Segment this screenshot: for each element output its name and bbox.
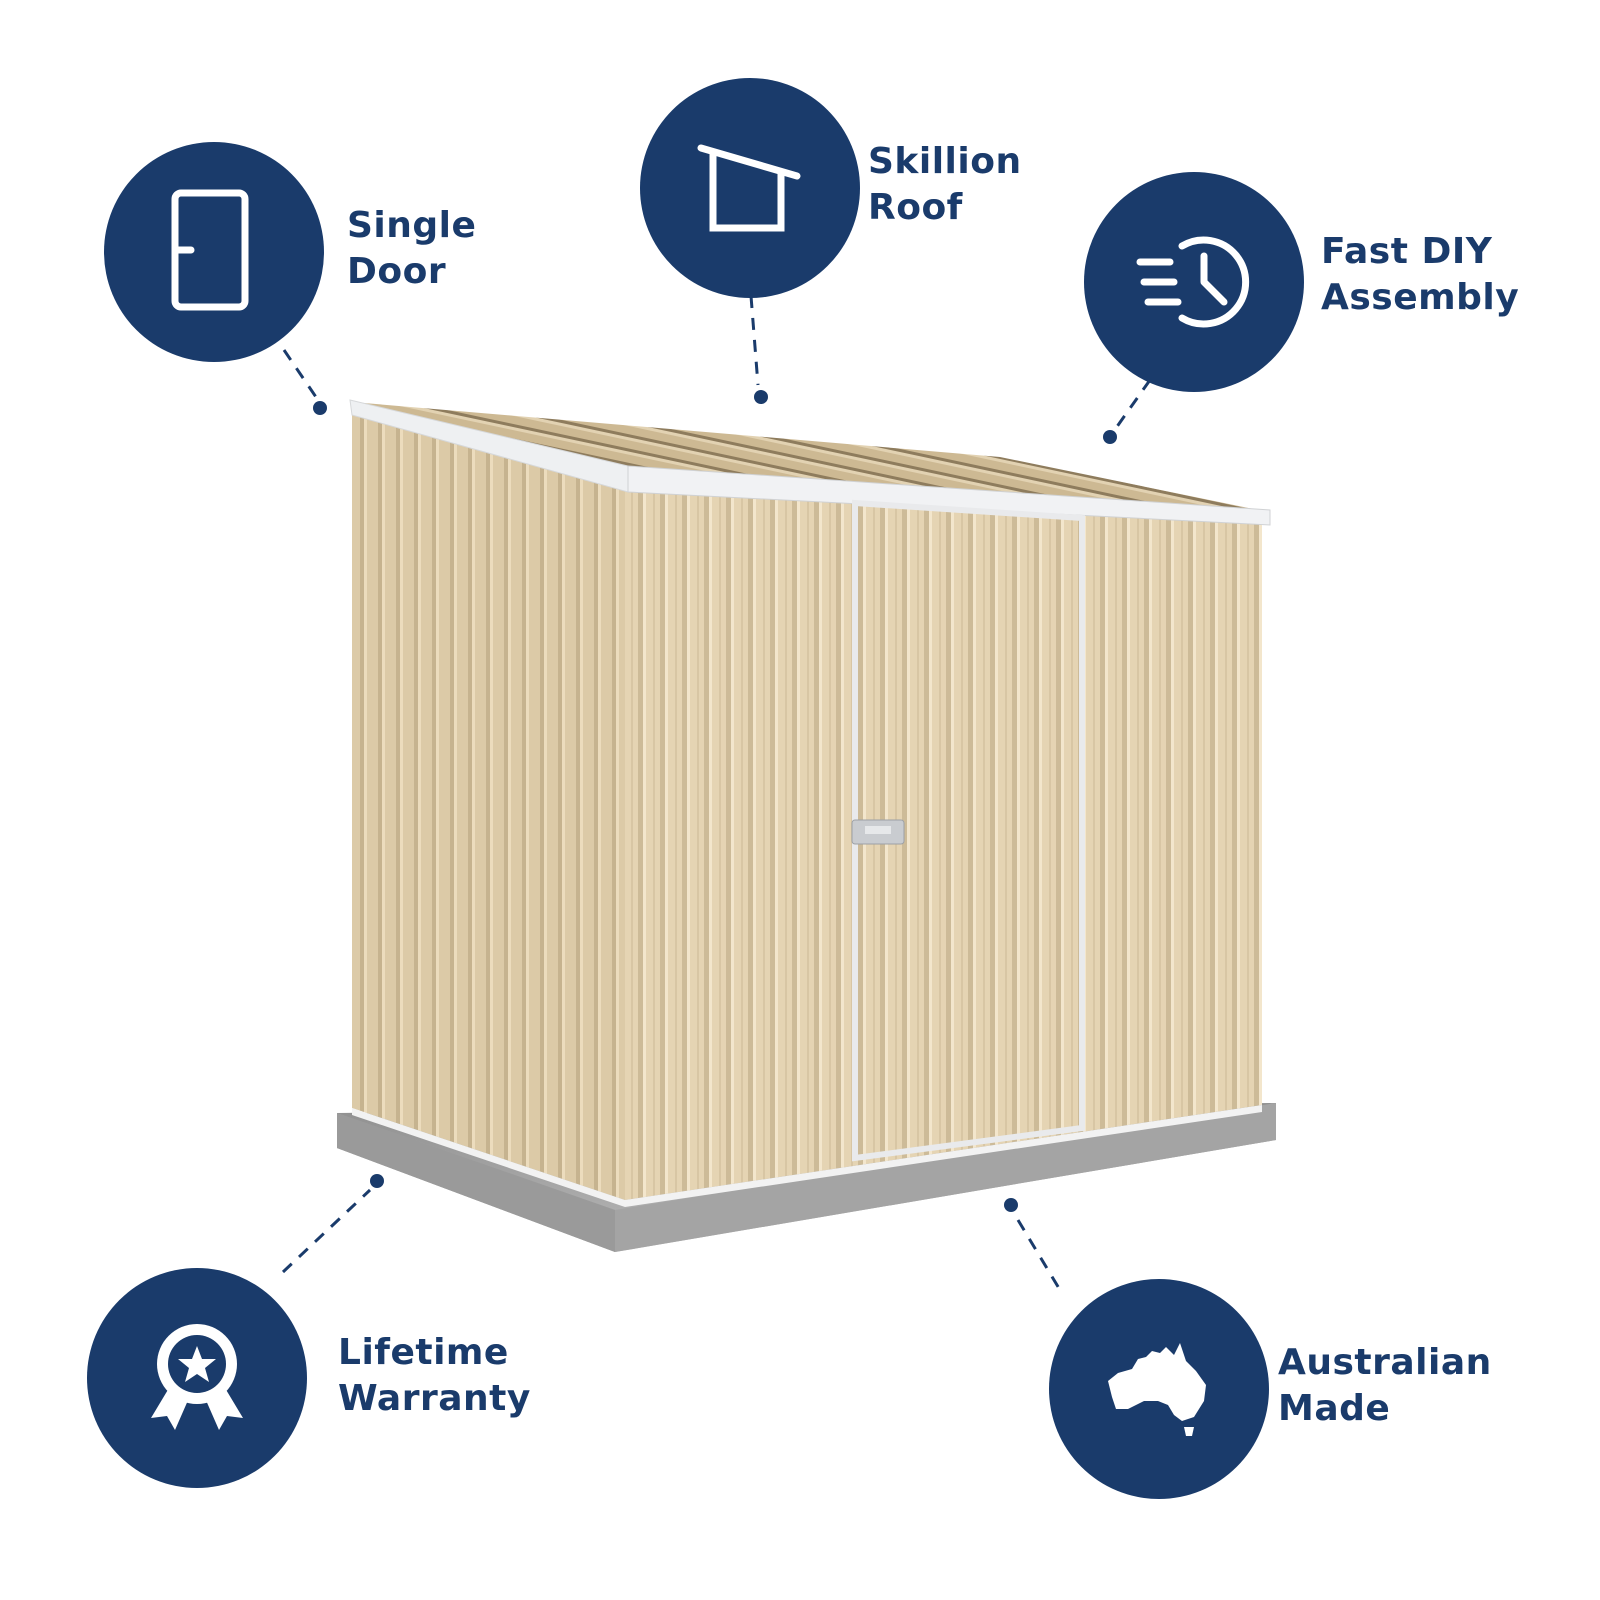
shed-side-wall — [352, 415, 625, 1200]
shed-skillion-roof — [352, 402, 1268, 512]
connector-dot-warranty — [370, 1174, 384, 1188]
feature-badge-lifetime-warranty — [87, 1268, 307, 1488]
connector-dot-single-door — [313, 401, 327, 415]
feature-badge-australian-made — [1049, 1279, 1269, 1499]
australia-map-icon — [1108, 1343, 1206, 1436]
feature-label-skillion-roof: Skillion Roof — [868, 141, 1022, 228]
feature-badge-fast-diy-assembly — [1084, 172, 1304, 392]
feature-label-single-door: Single Door — [347, 205, 477, 292]
fast-clock-icon — [1136, 236, 1250, 328]
connector-dot-australian-made — [1004, 1198, 1018, 1212]
connector-dot-fast-assembly — [1103, 430, 1117, 444]
award-ribbon-icon — [151, 1324, 243, 1430]
connector-dot-skillion-roof — [754, 390, 768, 404]
feature-badge-single-door — [104, 142, 324, 362]
feature-label-australian-made: Australian Made — [1278, 1342, 1492, 1429]
feature-label-fast-diy-assembly: Fast DIY Assembly — [1321, 231, 1520, 318]
door-icon — [171, 189, 249, 311]
feature-label-lifetime-warranty: Lifetime Warranty — [338, 1332, 531, 1419]
skillion-roof-icon — [697, 144, 801, 232]
feature-badge-skillion-roof — [640, 78, 860, 298]
shed-door — [851, 499, 1085, 1162]
